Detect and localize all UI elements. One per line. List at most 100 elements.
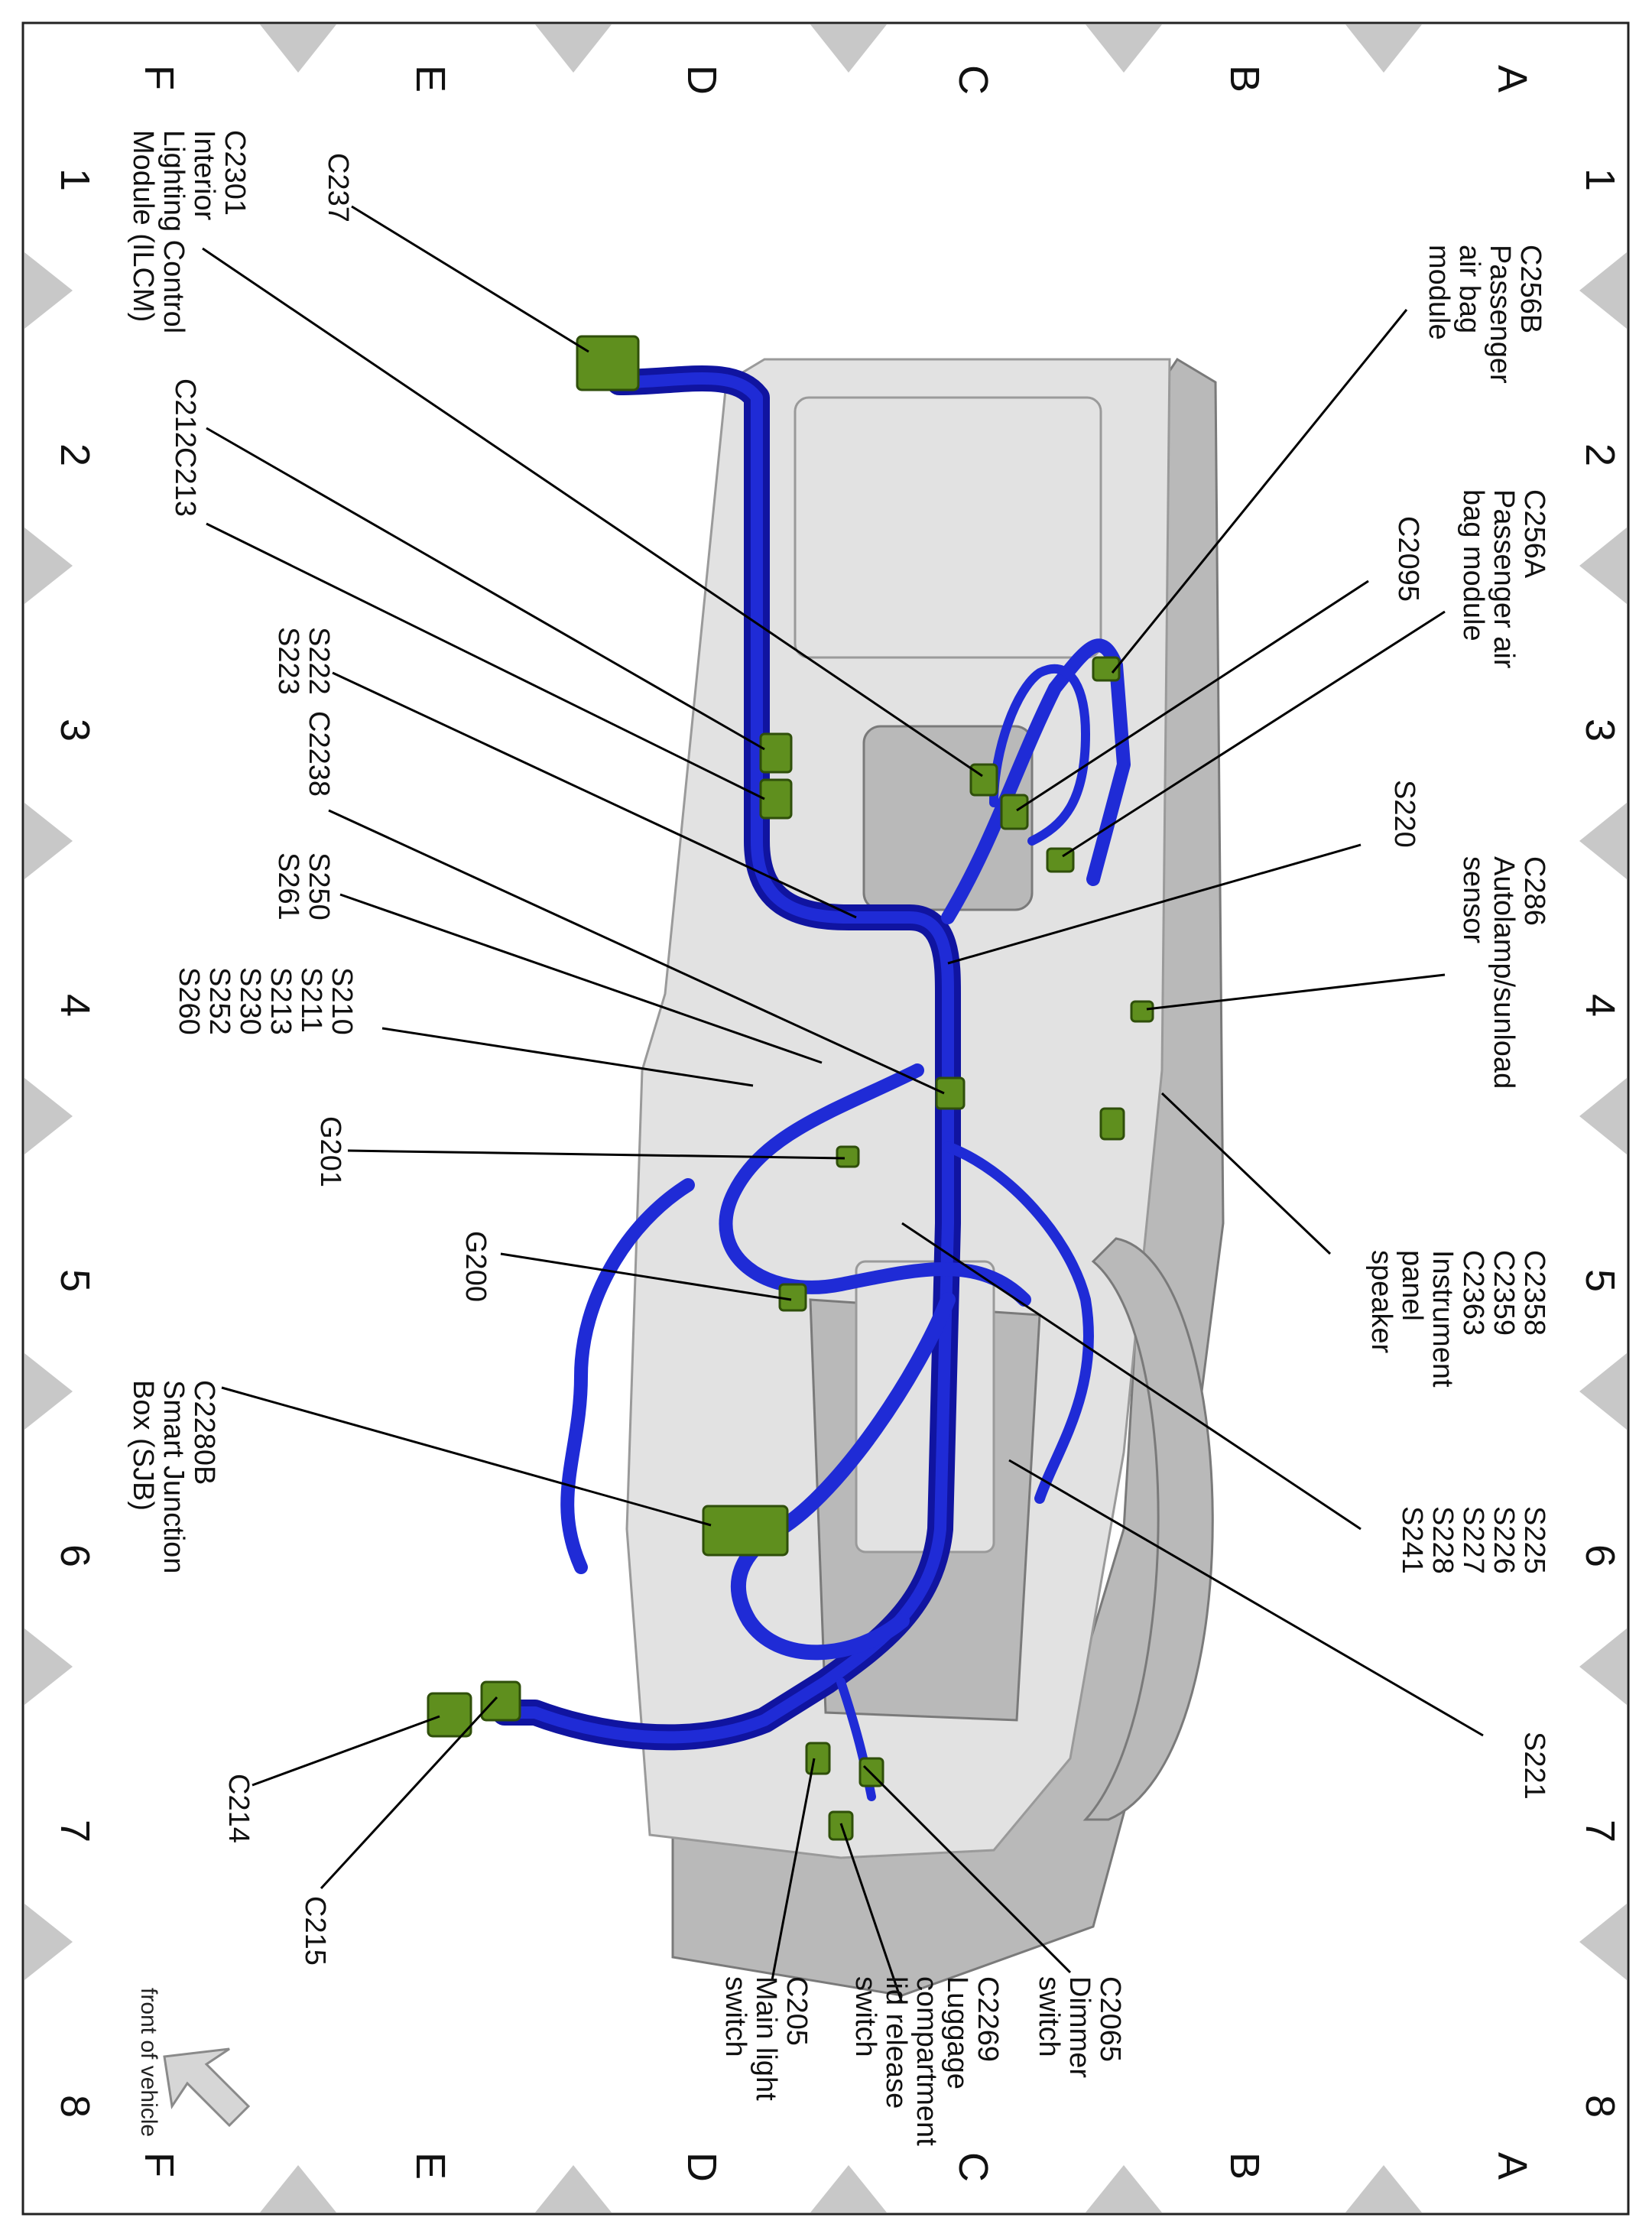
leader-c2280b [221,1386,712,1527]
grid-col-4-right: 4 [1577,994,1623,1017]
connectors [427,335,1154,1841]
label-c2065: C2065 Dimmer switch [1033,1976,1126,2086]
label-s210: S210 S211 S213 S230 S252 S260 [173,967,358,1043]
leader-c256a [1062,610,1446,858]
instrument-panel-illustration [625,357,1225,1997]
harness-branch-upper [941,638,1131,924]
leader-g200 [500,1252,792,1301]
grid-col-2-right: 2 [1577,443,1623,466]
leader-c2301 [202,247,983,778]
leader-c2095 [1016,580,1369,812]
steering-column [1082,1237,1214,1821]
leader-c2238 [328,809,945,1095]
leader-c205 [771,1758,816,1981]
leader-s210 [381,1027,754,1087]
grid-col-5-left: 5 [52,1269,98,1292]
grid-col-7-right: 7 [1577,1820,1623,1843]
connector-c256b [1092,656,1121,682]
grid-markers [24,24,1627,2213]
grid-column-labels-left: 1 2 3 4 5 6 7 8 [52,168,98,2118]
connector-c215 [480,1680,521,1722]
leader-c2065 [862,1765,1072,1974]
glove-box [794,396,1102,659]
connector-c212 [759,732,793,774]
label-s220: S220 [1388,780,1420,848]
connector-c213 [759,778,793,820]
label-c212: C212 [169,378,201,448]
label-c2301: C2301 Interior Lighting Control Module (… [127,130,251,342]
label-c213: C213 [169,447,201,517]
grid-row-d-bottom: D [679,2152,725,2182]
connector-c205 [805,1742,831,1775]
grid-row-c-bottom: C [950,2152,996,2182]
grid-col-5-right: 5 [1577,1269,1623,1292]
connector-c237 [576,335,640,391]
front-of-vehicle-indicator: front of vehicle [136,1988,251,2137]
label-s222: S222 S223 [272,627,335,703]
connector-c214 [427,1692,472,1738]
label-c2269: C2269 Luggage compartment lid release sw… [849,1976,1004,2154]
leader-c214 [252,1715,440,1787]
connector-c2095 [1000,794,1029,830]
grid-row-e-bottom: E [407,2152,453,2180]
label-c256b: C256B Passenger air bag module [1423,245,1547,391]
connector-c286 [1130,1000,1154,1023]
harness-main-highlight [498,372,954,1744]
grid-col-6-right: 6 [1577,1544,1623,1567]
connector-c2301 [969,763,998,797]
harness-branch-right [943,1141,1094,1504]
grid-col-4-left: 4 [52,994,98,1017]
leader-s250 [339,893,823,1064]
grid-row-labels-top: A B C D E F [136,65,1535,95]
grid-row-c-top: C [950,65,996,95]
grid-row-a-bottom: A [1489,2152,1535,2180]
leader-s222 [332,671,857,919]
grid-row-f-bottom: F [136,2152,182,2177]
leader-c237 [351,205,589,353]
grid-row-d-top: D [679,65,725,95]
leader-c2269 [839,1823,904,2004]
harness-branch-center [719,1063,1031,1307]
harness-branch-lower-left [560,1178,695,1574]
grid-row-b-top: B [1222,65,1267,93]
connector-c2358 [1099,1107,1125,1141]
grid-col-3-right: 3 [1577,719,1623,742]
label-c205: C205 Main light switch [719,1976,813,2109]
label-c214: C214 [222,1774,255,1843]
front-arrow-icon [163,2047,251,2128]
leader-s220 [947,843,1362,965]
grid-row-f-top: F [136,65,182,90]
leader-c215 [320,1696,498,1890]
label-s225: S225 S226 S227 S228 S241 [1396,1506,1550,1582]
wiring-harness [492,365,1131,1801]
grid-row-a-top: A [1489,65,1535,93]
grid-column-labels-right: 1 2 3 4 5 6 7 8 [1577,168,1623,2118]
label-g201: G201 [314,1116,346,1187]
leader-c256b [1111,309,1408,674]
grid-col-7-left: 7 [52,1820,98,1843]
grid-col-1-left: 1 [52,168,98,191]
label-s250: S250 S261 [272,852,335,928]
label-c2280b: C2280B Smart Junction Box (SJB) [127,1380,220,1582]
label-s221: S221 [1518,1732,1550,1800]
label-g200: G200 [459,1231,492,1302]
leader-c213 [206,522,765,800]
grid-col-1-right: 1 [1577,168,1623,191]
label-c256a: C256A Passenger air bag module [1457,489,1550,677]
grid-col-3-left: 3 [52,719,98,742]
label-c237: C237 [322,153,354,222]
grid-row-b-bottom: B [1222,2152,1267,2180]
connector-c2280b [702,1505,789,1557]
grid-col-2-left: 2 [52,443,98,466]
harness-branch-airbag [989,664,1090,846]
leader-c2358 [1160,1092,1332,1255]
label-c215: C215 [299,1896,331,1966]
connector-c2238 [935,1076,966,1110]
grid-row-e-top: E [407,65,453,93]
label-c2095: C2095 [1392,516,1424,602]
leader-s221 [1008,1459,1484,1737]
leader-lines [202,205,1484,2004]
label-c2238: C2238 [303,711,335,797]
center-stack [855,1260,995,1554]
label-c286: C286 Autolamp/sunload sensor [1457,856,1550,1097]
